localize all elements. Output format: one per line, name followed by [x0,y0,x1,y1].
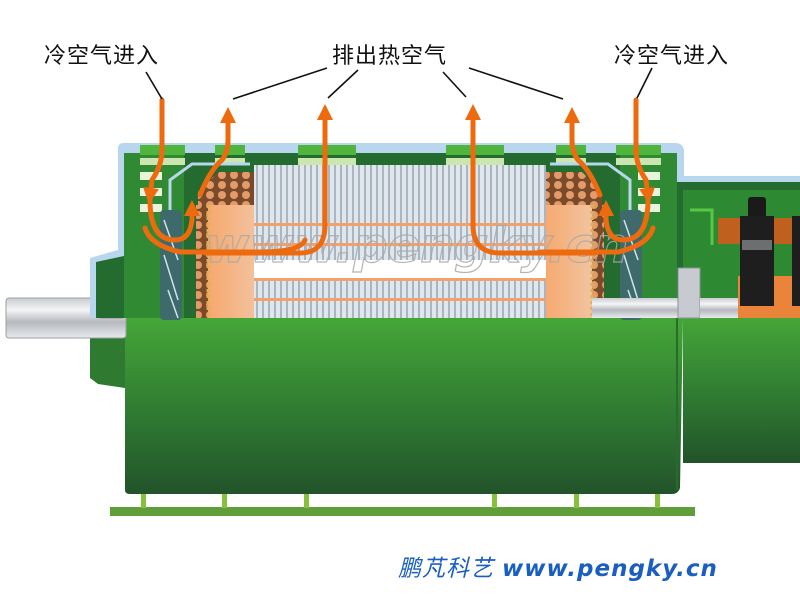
airflow-cold-in-right [537,97,656,255]
label-hot-air-out: 排出热空气 [332,44,448,69]
rotor [206,205,594,318]
label-cold-air-in-right: 冷空气进入 [614,44,730,69]
label-cold-air-in-left: 冷空气进入 [44,44,160,69]
watermark-text: www.pengky.cn [205,218,628,274]
cooling-fan-left [160,210,182,320]
stator-core [254,165,546,318]
footer-url[interactable]: www.pengky.cn [502,556,718,582]
bearing-right [592,267,740,319]
footer-credit: 鹏芃科艺 www.pengky.cn [398,549,718,583]
motor-housing-lower [90,318,800,494]
leader-lines [145,67,653,100]
slip-ring-brushes [690,197,800,318]
airflow-hot-out [197,103,603,256]
footer-brand: 鹏芃科艺 [398,556,494,582]
